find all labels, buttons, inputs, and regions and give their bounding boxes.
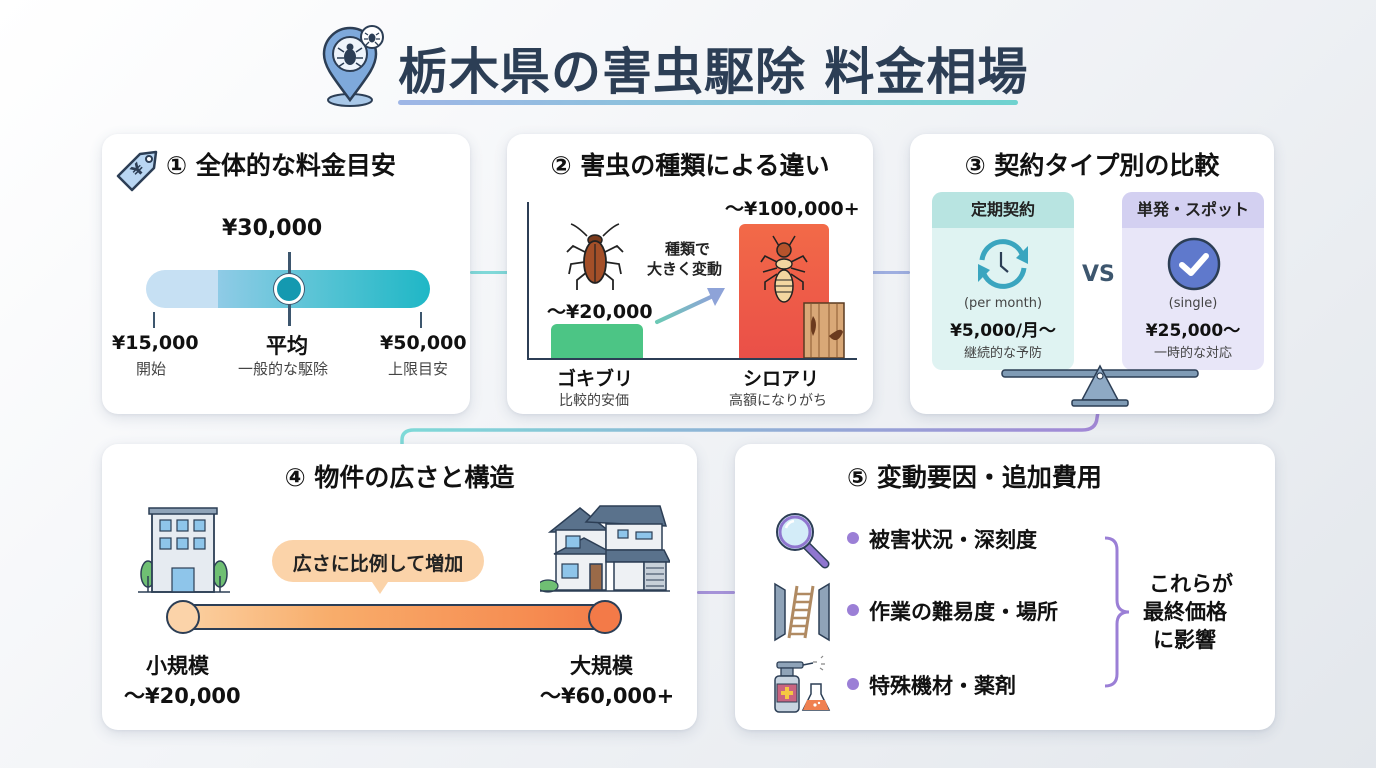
card-pest-type: ② 害虫の種類による違い 〜¥20,000 種類で 大きく変動 〜¥100,00…	[507, 134, 873, 414]
price: ¥25,000〜	[1145, 321, 1241, 341]
termite-name: シロアリ	[743, 368, 820, 390]
panel-header: 単発・スポット	[1122, 192, 1264, 228]
large-size-marker	[588, 600, 622, 634]
large-size-label: 大規模	[570, 654, 633, 678]
variation-note-line2: 大きく変動	[647, 260, 723, 278]
max-tick	[420, 312, 422, 328]
card-title: ③ 契約タイプ別の比較	[964, 151, 1220, 180]
panel-regular-contract: 定期契約 (per month) ¥5,000/月〜 継続的な予防	[932, 192, 1074, 370]
panel-spot-contract: 単発・スポット (single) ¥25,000〜 一時的な対応	[1122, 192, 1264, 370]
card-title: ④ 物件の広さと構造	[284, 463, 515, 492]
damaged-wood-icon	[803, 302, 845, 358]
factor-item: 被害状況・深刻度	[869, 528, 1037, 552]
cockroach-sub: 比較的安価	[559, 393, 629, 409]
card-contract-type: ③ 契約タイプ別の比較 定期契約 (per month) ¥5,000/月〜 継…	[910, 134, 1274, 414]
connector-4-5	[697, 591, 735, 594]
magnifier-icon	[776, 513, 830, 569]
average-price: ¥30,000	[222, 216, 323, 241]
small-size-price: 〜¥20,000	[124, 684, 241, 708]
title-underline	[398, 100, 1018, 105]
max-price: ¥50,000	[380, 332, 467, 354]
min-price: ¥15,000	[112, 332, 199, 354]
mid-label: 平均	[266, 334, 308, 358]
increase-arrow-icon	[655, 288, 725, 324]
price: ¥5,000/月〜	[950, 321, 1056, 341]
cockroach-icon	[566, 223, 624, 290]
vs-label: VS	[1082, 262, 1115, 287]
variation-note-line1: 種類で	[665, 240, 711, 258]
min-tick	[153, 312, 155, 328]
card-variable-factors: ⑤ 変動要因・追加費用 被害状況・深刻度 作業の難易度・場所 特殊機材・薬剤 こ…	[735, 444, 1275, 730]
summary-line3: に影響	[1153, 628, 1216, 652]
spray-flask-icon	[774, 655, 831, 713]
bullet-dot	[847, 532, 859, 544]
summary-line1: これらが	[1149, 572, 1233, 596]
house-icon	[540, 505, 670, 593]
chart-y-axis	[527, 202, 529, 360]
summary-line2: 最終価格	[1143, 600, 1227, 624]
termite-icon	[760, 235, 808, 303]
card-property-size: ④ 物件の広さと構造 広さに比例して増加	[102, 444, 697, 730]
cockroach-bar	[551, 324, 643, 358]
page-header: 栃木県の害虫駆除 料金相場	[320, 24, 1027, 114]
max-label: 上限目安	[388, 360, 449, 378]
description: 一時的な対応	[1153, 346, 1232, 361]
check-circle-icon	[1167, 237, 1221, 291]
termite-sub: 高額になりがち	[729, 393, 827, 409]
card-title: ⑤ 変動要因・追加費用	[847, 463, 1102, 492]
cycle-clock-icon	[978, 239, 1028, 289]
cockroach-price: 〜¥20,000	[547, 301, 653, 323]
ladder-icon	[774, 582, 830, 642]
unit-label: (single)	[1168, 296, 1218, 311]
card-title: ② 害虫の種類による違い	[550, 151, 830, 180]
bullet-dot	[847, 604, 859, 616]
large-size-price: 〜¥60,000+	[540, 684, 675, 708]
price-tag-yen-icon: ¥	[116, 150, 158, 192]
bullet-dot	[847, 678, 859, 690]
small-size-marker	[166, 600, 200, 634]
balance-scale-icon	[1001, 364, 1199, 407]
apartment-building-icon	[138, 507, 230, 593]
connector-3-4	[400, 410, 1100, 450]
size-price-bar	[172, 604, 622, 630]
bubble-text: 広さに比例して増加	[292, 553, 464, 575]
chart-x-axis	[527, 358, 857, 360]
cockroach-name: ゴキブリ	[557, 368, 634, 390]
card-title: ① 全体的な料金目安	[166, 151, 396, 180]
factor-item: 作業の難易度・場所	[869, 600, 1058, 624]
mid-sub: 一般的な駆除	[238, 360, 329, 378]
connector-2-3	[872, 271, 910, 274]
factor-item: 特殊機材・薬剤	[869, 674, 1016, 698]
page-title: 栃木県の害虫駆除 料金相場	[398, 43, 1029, 101]
price-range-bar	[146, 270, 430, 308]
panel-header: 定期契約	[932, 192, 1074, 228]
card-overall-price: ¥ ① 全体的な料金目安 ¥30,000 ¥15,000 開始 平均 一般的な駆…	[102, 134, 470, 414]
small-size-label: 小規模	[146, 654, 209, 678]
curly-brace-icon	[1104, 536, 1130, 688]
average-marker	[274, 274, 304, 304]
min-label: 開始	[136, 360, 167, 378]
termite-price: 〜¥100,000+	[725, 198, 860, 220]
location-pin-bug-icon	[322, 25, 384, 107]
growth-bubble: 広さに比例して増加	[272, 540, 484, 594]
description: 継続的な予防	[963, 346, 1042, 361]
unit-label: (per month)	[963, 296, 1043, 311]
connector-1-2	[470, 271, 508, 274]
